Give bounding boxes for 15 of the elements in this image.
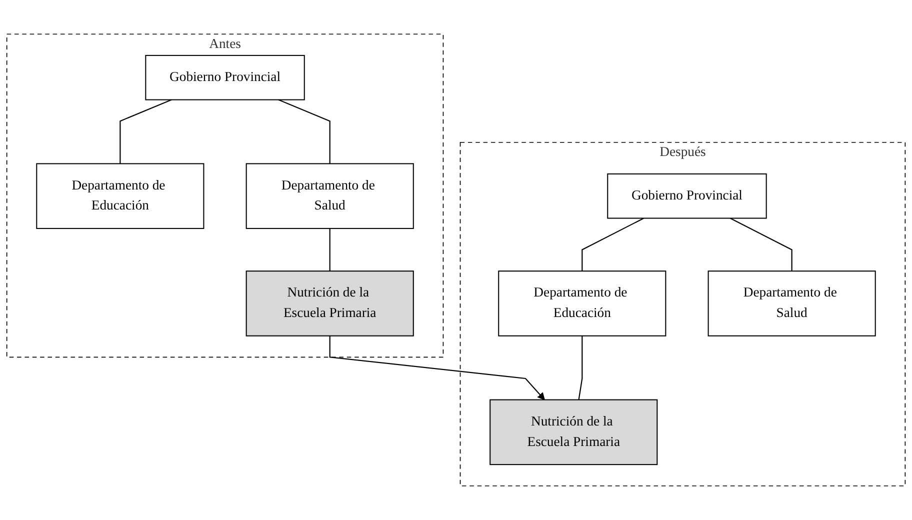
connector: [120, 99, 172, 164]
connector: [582, 218, 644, 272]
connector: [329, 228, 330, 272]
connector: [730, 218, 792, 272]
node-box: Departamento de Salud: [246, 163, 414, 229]
node-box: Departamento de Salud: [708, 270, 876, 336]
node-box: Gobierno Provincial: [607, 173, 767, 219]
arrow: [329, 336, 545, 400]
connector: [278, 99, 330, 164]
node-box: Nutrición de la Escuela Primaria: [490, 399, 658, 466]
node-box: Gobierno Provincial: [145, 54, 305, 100]
node-box: Departamento de Educación: [498, 270, 666, 336]
node-box: Departamento de Educación: [36, 163, 204, 229]
node-box: Nutrición de la Escuela Primaria: [246, 270, 414, 336]
connector: [578, 336, 583, 400]
